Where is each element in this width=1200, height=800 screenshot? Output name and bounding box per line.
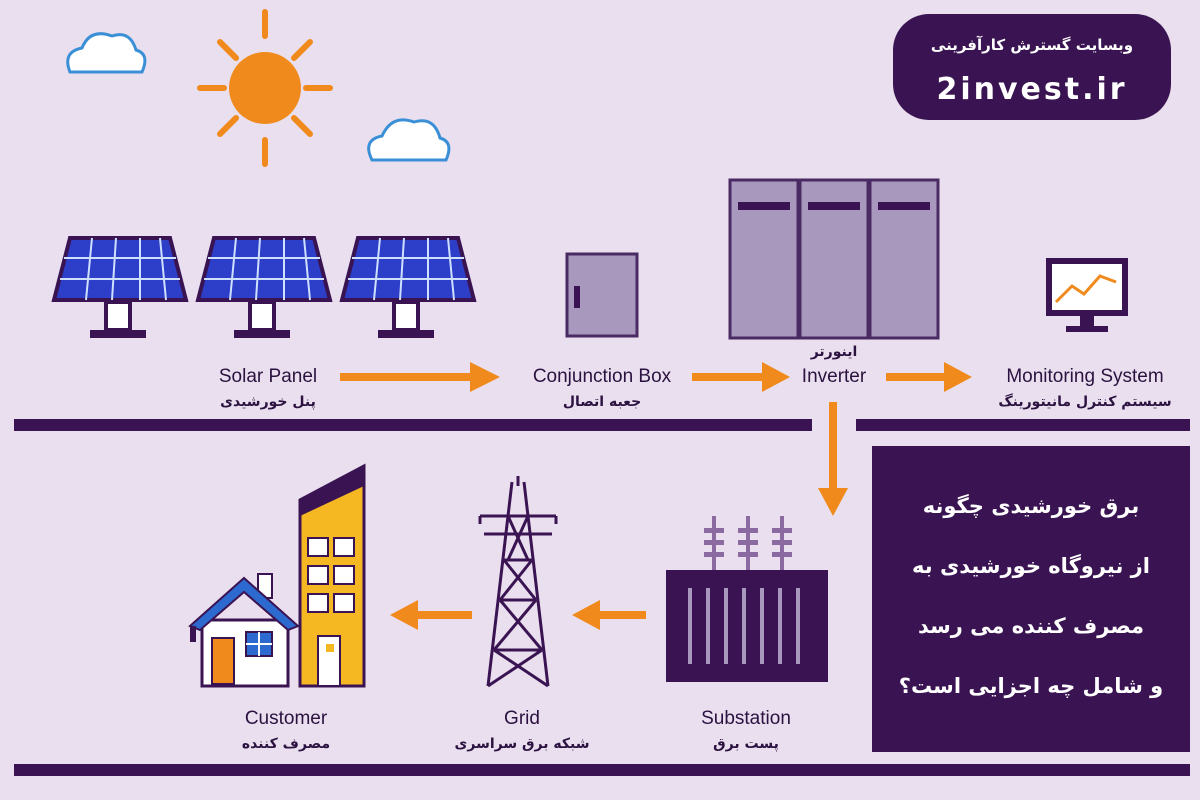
substation-label: Substation xyxy=(701,708,791,729)
flow-arrow-down-icon xyxy=(818,402,848,516)
divider-bar xyxy=(14,764,1190,776)
inverter-label: Inverter xyxy=(801,366,867,387)
power-pylon-icon xyxy=(478,476,558,688)
flow-arrow-left-icon xyxy=(390,600,472,630)
solar-panel-icon xyxy=(51,236,189,338)
monitoring-system-label: Monitoring System xyxy=(1006,366,1164,387)
sun-icon xyxy=(197,9,333,167)
headline-line: مصرف کننده می رسد xyxy=(917,614,1145,638)
cloud-icon xyxy=(367,118,451,162)
monitor-icon xyxy=(1046,258,1128,332)
divider-bar xyxy=(856,419,1190,431)
house-icon xyxy=(188,573,300,688)
conjunction-box-label-fa: جعبه اتصال xyxy=(562,394,642,410)
grid-label-fa: شبکه برق سراسری xyxy=(454,736,590,752)
grid-label: Grid xyxy=(504,708,540,729)
brand-badge: وبسایت گسترش کارآفرینی 2invest.ir xyxy=(893,14,1171,120)
headline-line: برق خورشیدی چگونه xyxy=(922,494,1140,518)
headline-box: برق خورشیدی چگونه از نیروگاه خورشیدی به … xyxy=(872,446,1190,752)
solar-panel-icon xyxy=(339,236,477,338)
substation-label-fa: پست برق xyxy=(713,736,779,752)
divider-bar xyxy=(14,419,812,431)
customer-label: Customer xyxy=(244,708,328,729)
headline-line: از نیروگاه خورشیدی به xyxy=(912,554,1150,578)
brand-url[interactable]: 2invest.ir xyxy=(936,72,1128,107)
inverter-icon xyxy=(728,178,940,340)
flow-arrow-icon xyxy=(692,362,790,392)
substation-icon xyxy=(666,516,828,682)
conjunction-box-icon xyxy=(565,252,639,338)
solar-panel-icon xyxy=(195,236,333,338)
brand-title: وبسایت گسترش کارآفرینی xyxy=(930,36,1134,54)
conjunction-box-label: Conjunction Box xyxy=(532,366,672,387)
solar-panel-label-fa: پنل خورشیدی xyxy=(220,394,316,410)
flow-arrow-icon xyxy=(340,362,500,392)
inverter-label-fa: اینورتر xyxy=(810,344,858,360)
cloud-icon xyxy=(66,32,147,74)
headline-line: و شامل چه اجزایی است؟ xyxy=(898,674,1164,698)
flow-arrow-left-icon xyxy=(572,600,646,630)
customer-label-fa: مصرف کننده xyxy=(241,736,331,752)
building-icon xyxy=(298,463,366,688)
flow-arrow-icon xyxy=(886,362,972,392)
solar-panel-label: Solar Panel xyxy=(218,366,318,387)
monitoring-system-label-fa: سیستم کنترل مانیتورینگ xyxy=(998,394,1172,410)
